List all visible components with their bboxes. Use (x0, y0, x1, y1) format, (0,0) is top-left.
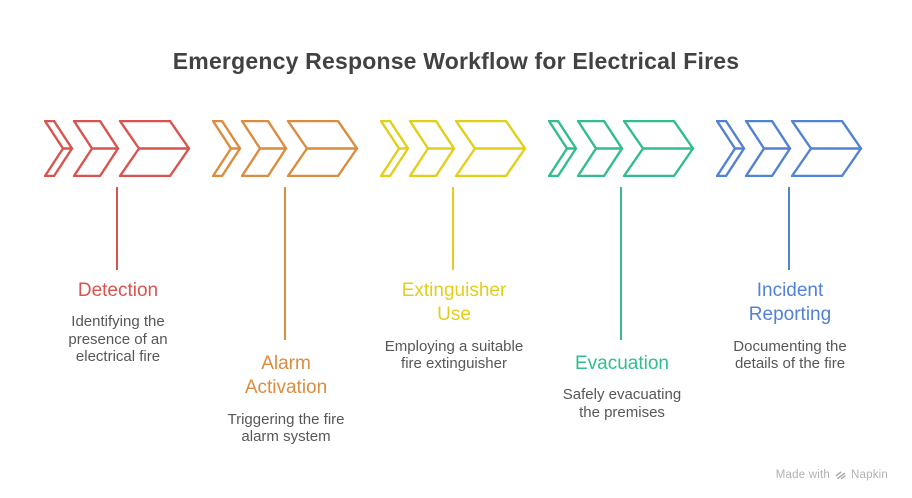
workflow-step-extinguisher-use: Extinguisher Use Employing a suitable fi… (380, 120, 528, 480)
made-with-napkin-credit: Made with Napkin (776, 468, 888, 481)
step-title: Alarm Activation (244, 353, 328, 399)
workflow-step-alarm-activation: Alarm Activation Triggering the fire ala… (212, 120, 360, 480)
connector-line (788, 187, 790, 270)
connector-line (284, 187, 286, 340)
step-description: Documenting the details of the fire (733, 337, 847, 373)
step-title: Detection (77, 280, 159, 301)
step-label-block: Alarm Activation Triggering the fire ala… (196, 352, 376, 445)
connector-line (116, 187, 118, 270)
triple-chevron-arrow-icon (548, 120, 695, 177)
step-title: Evacuation (574, 353, 669, 374)
workflow-step-detection: Detection Identifying the presence of an… (44, 120, 192, 480)
connector-line (620, 187, 622, 340)
workflow-step-evacuation: Evacuation Safely evacuating the premise… (548, 120, 696, 480)
triple-chevron-arrow-icon (380, 120, 527, 177)
step-description: Safely evacuating the premises (562, 386, 682, 421)
step-description: Employing a suitable fire extinguisher (384, 337, 524, 373)
napkin-logo-icon (835, 471, 846, 480)
step-title: Extinguisher Use (401, 280, 507, 326)
step-title: Incident Reporting (748, 280, 832, 326)
step-description: Identifying the presence of an electrica… (68, 313, 168, 366)
triple-chevron-arrow-icon (212, 120, 359, 177)
step-label-block: Extinguisher Use Employing a suitable fi… (364, 279, 544, 372)
step-label-block: Evacuation Safely evacuating the premise… (532, 352, 712, 421)
triple-chevron-arrow-icon (716, 120, 863, 177)
step-label-block: Detection Identifying the presence of an… (28, 279, 208, 365)
connector-line (452, 187, 454, 270)
workflow-step-incident-reporting: Incident Reporting Documenting the detai… (716, 120, 864, 480)
step-description: Triggering the fire alarm system (227, 410, 345, 446)
napkin-brand-label: Napkin (851, 468, 888, 481)
made-with-label: Made with (775, 468, 830, 481)
step-label-block: Incident Reporting Documenting the detai… (700, 279, 880, 372)
triple-chevron-arrow-icon (44, 120, 191, 177)
page-title: Emergency Response Workflow for Electric… (172, 48, 740, 74)
